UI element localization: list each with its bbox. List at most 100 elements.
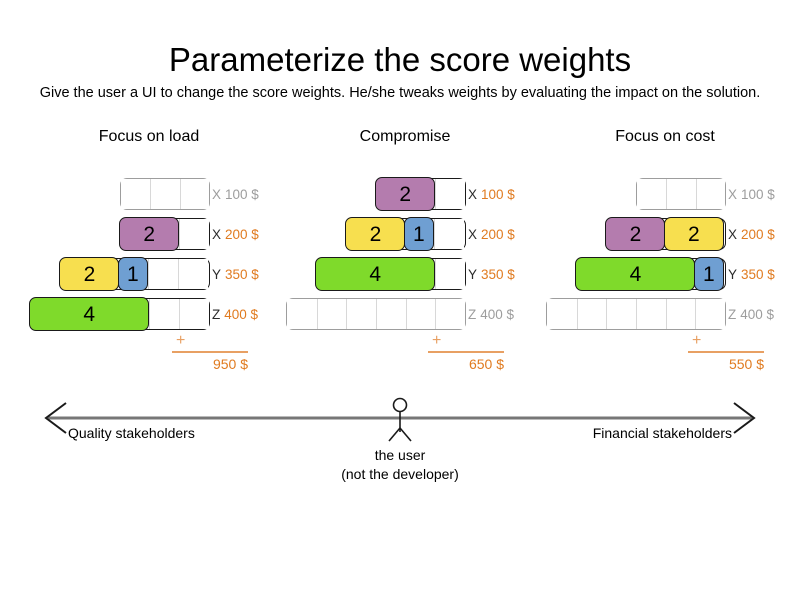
- row-cost-value: 350 $: [481, 266, 515, 282]
- row-key: X: [728, 186, 738, 202]
- scenario-total: +550 $: [680, 332, 798, 373]
- weight-slider-cell[interactable]: [666, 179, 696, 209]
- weight-slider-cell[interactable]: [287, 299, 317, 329]
- weight-segment[interactable]: 2: [375, 177, 436, 211]
- sum-divider: [172, 351, 248, 353]
- user-caption-line2: (not the developer): [341, 466, 459, 482]
- row-cost-value: 200 $: [225, 226, 259, 242]
- weight-slider-cell[interactable]: [695, 179, 725, 209]
- weight-slider[interactable]: 4: [29, 297, 210, 331]
- weight-segment[interactable]: 2: [345, 217, 406, 251]
- scenario-total: +950 $: [164, 332, 282, 373]
- page-subtitle: Give the user a UI to change the score w…: [39, 84, 761, 101]
- weight-slider[interactable]: [546, 298, 726, 330]
- row-cost-value: 100 $: [225, 186, 259, 202]
- weight-slider-cell[interactable]: [179, 299, 210, 329]
- row-cost-value: 100 $: [741, 186, 775, 202]
- plus-icon: +: [176, 332, 186, 349]
- weight-segment[interactable]: 2: [119, 217, 180, 251]
- weight-segment[interactable]: 4: [29, 297, 150, 331]
- weight-slider[interactable]: 4: [315, 257, 466, 291]
- weight-slider-cell[interactable]: [433, 219, 464, 249]
- plus-icon: +: [692, 332, 702, 349]
- weight-slider-cell[interactable]: [636, 299, 666, 329]
- weight-slider-cell[interactable]: [665, 299, 696, 329]
- spectrum-label-right: Financial stakeholders: [592, 425, 732, 441]
- page-title: Parameterize the score weights: [168, 41, 632, 79]
- user-caption-line1: the user: [374, 447, 426, 463]
- row-key: Y: [728, 266, 738, 282]
- weight-slider-cell[interactable]: [179, 179, 209, 209]
- row-key: X: [468, 186, 478, 202]
- row-key: X: [212, 186, 222, 202]
- weight-slider[interactable]: [286, 298, 466, 330]
- weight-slider[interactable]: [636, 178, 726, 210]
- row-key: Z: [468, 306, 477, 322]
- row-key: X: [212, 226, 222, 242]
- weight-segment[interactable]: 2: [605, 217, 666, 251]
- weight-slider[interactable]: 2: [119, 217, 210, 251]
- weight-slider-cell[interactable]: [376, 299, 406, 329]
- weight-segment[interactable]: 4: [575, 257, 696, 291]
- total-cost-value: 550 $: [728, 356, 764, 372]
- weight-slider-cell[interactable]: [435, 299, 466, 329]
- weight-slider[interactable]: 2: [375, 177, 466, 211]
- weight-slider-cell[interactable]: [179, 219, 209, 249]
- row-cost-value: 350 $: [741, 266, 775, 282]
- row-cost-value: 400 $: [224, 306, 259, 322]
- total-cost-value: 950 $: [212, 356, 248, 372]
- scenario-title: Focus on cost: [615, 128, 715, 145]
- weight-slider-cell[interactable]: [177, 259, 208, 289]
- weight-segment[interactable]: 1: [403, 217, 434, 251]
- weight-segment[interactable]: 2: [663, 217, 724, 251]
- scenario-title: Compromise: [359, 128, 451, 145]
- row-cost-value: 100 $: [481, 186, 515, 202]
- weight-slider-cell[interactable]: [606, 299, 636, 329]
- weight-slider[interactable]: [120, 178, 210, 210]
- weight-segment[interactable]: 1: [693, 257, 724, 291]
- weight-slider-cell[interactable]: [346, 299, 376, 329]
- row-key: X: [728, 226, 738, 242]
- row-key: Z: [212, 306, 221, 322]
- row-cost-value: 350 $: [225, 266, 259, 282]
- weight-slider-cell[interactable]: [576, 299, 607, 329]
- row-key: Z: [728, 306, 737, 322]
- weight-slider-cell[interactable]: [547, 299, 577, 329]
- weight-segment[interactable]: 1: [117, 257, 148, 291]
- row-cost-value: 200 $: [481, 226, 515, 242]
- weight-slider-cell[interactable]: [637, 179, 667, 209]
- weight-slider-cell[interactable]: [435, 179, 465, 209]
- spectrum-label-left: Quality stakeholders: [68, 425, 195, 441]
- weight-segment[interactable]: 2: [59, 257, 120, 291]
- weight-slider-cell[interactable]: [149, 299, 180, 329]
- weight-slider-cell[interactable]: [695, 299, 726, 329]
- weight-slider-cell[interactable]: [316, 299, 347, 329]
- weight-slider-cell[interactable]: [405, 299, 436, 329]
- row-key: Y: [468, 266, 478, 282]
- weight-slider-cell[interactable]: [150, 179, 180, 209]
- total-cost-value: 650 $: [468, 356, 504, 372]
- weight-slider-cell[interactable]: [147, 259, 178, 289]
- weight-slider-cell[interactable]: [121, 179, 151, 209]
- weight-slider-cell[interactable]: [435, 259, 465, 289]
- weight-segment[interactable]: 4: [315, 257, 436, 291]
